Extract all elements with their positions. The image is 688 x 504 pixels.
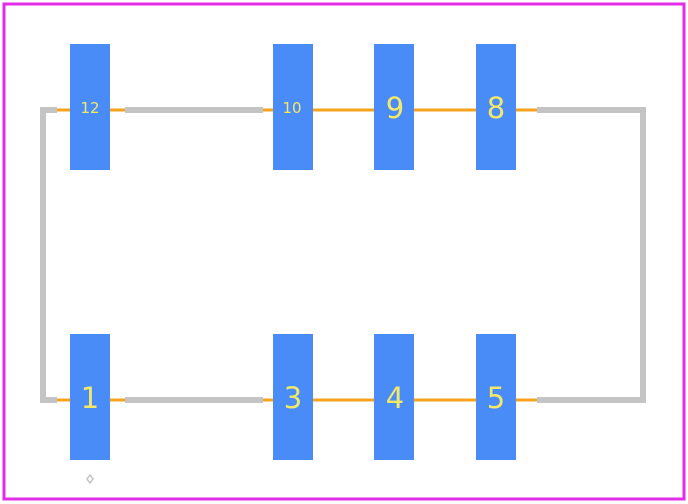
pad-12-label: 12 [80,99,99,117]
pad-5-body [476,334,516,460]
pad-4-body [374,334,414,460]
pad-4: 4 [374,334,414,460]
pad-10-body [273,44,313,170]
silk-left-side [40,107,57,403]
pad-12-body [70,44,110,170]
component-outline [40,107,646,403]
pad-4-label: 4 [386,381,404,415]
pad-1: 1 [70,334,110,460]
pad-8: 8 [476,44,516,170]
silk-right-side [537,107,646,403]
pad-9-body [374,44,414,170]
pad-1-body [70,334,110,460]
pin1-marker-icon [86,473,94,485]
pad-5: 5 [476,334,516,460]
pad-3-label: 3 [284,381,302,415]
pad-9-label: 9 [386,91,404,125]
pad-8-label: 8 [487,91,505,125]
pad-3-body [273,334,313,460]
pad-1-label: 1 [81,381,99,415]
pad-8-body [476,44,516,170]
pad-10-label: 10 [282,99,301,117]
pad-12: 12 [70,44,110,170]
pad-9: 9 [374,44,414,170]
pad-3: 3 [273,334,313,460]
pad-10: 10 [273,44,313,170]
pad-5-label: 5 [487,381,505,415]
